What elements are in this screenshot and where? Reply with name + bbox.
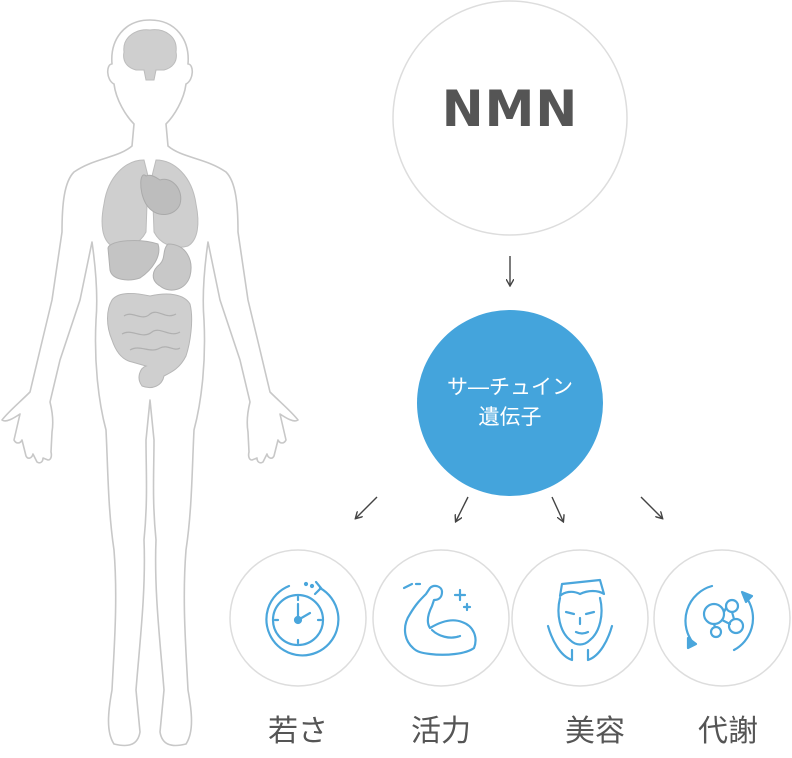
sirtuin-label-line1: サ―チュイン (447, 375, 573, 399)
clock-icon (265, 580, 340, 657)
liver-icon (107, 240, 160, 281)
arrow-to-youth (356, 496, 378, 518)
sirtuin-node (417, 310, 603, 496)
human-body-anatomy-icon (1, 19, 299, 747)
benefit-circle-vitality (372, 549, 510, 687)
face-care-icon (546, 578, 614, 662)
arrow-to-vitality (456, 496, 469, 521)
brain-icon (123, 29, 177, 81)
flexed-arm-icon (402, 582, 477, 656)
benefit-label-beauty: 美容 (565, 714, 625, 749)
sirtuin-label: サ―チュイン 遺伝子 (415, 372, 605, 432)
nmn-node (392, 0, 628, 236)
stomach-icon (152, 243, 192, 291)
benefit-label-youth: 若さ (268, 714, 328, 749)
intestines-icon (107, 292, 193, 389)
benefit-label-vitality: 活力 (411, 714, 471, 749)
heart-icon (140, 174, 182, 215)
sirtuin-label-line2: 遺伝子 (478, 405, 542, 429)
arrow-to-metabolism (640, 496, 662, 518)
nmn-label: NMN (441, 80, 579, 138)
arrow-to-beauty (551, 496, 563, 521)
metabolism-cycle-icon (684, 584, 755, 652)
benefit-label-metabolism: 代謝 (698, 714, 758, 749)
